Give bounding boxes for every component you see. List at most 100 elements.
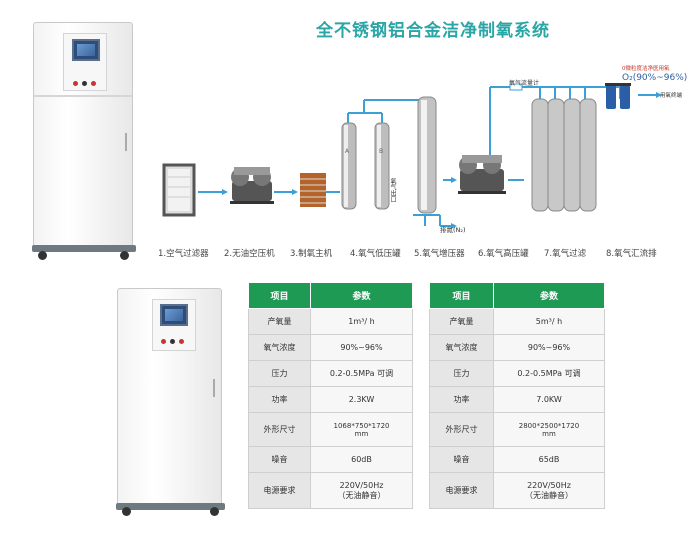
oxygen-generator-cabinet-large bbox=[32, 22, 136, 260]
cabinet-seam bbox=[34, 95, 132, 97]
page-title: 全不锈钢铝合金洁净制氧系统 bbox=[316, 21, 550, 41]
cabinet-base bbox=[116, 503, 225, 510]
air-filter-icon bbox=[162, 163, 196, 217]
cell-value: 0.2-0.5MPa 可调 bbox=[493, 360, 605, 387]
status-light-icon bbox=[179, 339, 184, 344]
cabinet-base bbox=[32, 245, 136, 252]
cell-value: 2800*2500*1720 mm bbox=[493, 412, 605, 447]
stage-label-2: 2.无油空压机 bbox=[224, 249, 275, 259]
cell-key: 产氧量 bbox=[248, 308, 311, 335]
cell-key: 压力 bbox=[248, 360, 311, 387]
power-button-icon bbox=[161, 339, 166, 344]
table-header-row: 项目 参数 bbox=[248, 282, 413, 309]
cell-key: 噪音 bbox=[248, 446, 311, 473]
oxygen-host-icon bbox=[300, 173, 326, 207]
cell-key: 产氧量 bbox=[429, 308, 494, 335]
oxygen-generator-cabinet-small bbox=[116, 288, 225, 516]
cell-key: 噪音 bbox=[429, 446, 494, 473]
stage-label-4: 4.氧气低压罐 bbox=[350, 249, 401, 259]
cell-key: 压力 bbox=[429, 360, 494, 387]
o2-purity-label: O₂(90%~96%) bbox=[622, 73, 688, 83]
stage-label-5: 5.氧气增压器 bbox=[414, 249, 465, 259]
indicator-light-icon bbox=[170, 339, 175, 344]
ultra-pure-note: 0微粒度洁净医用氧 bbox=[622, 66, 670, 72]
cell-value: 90%~96% bbox=[493, 334, 605, 361]
air-compressor-icon bbox=[230, 167, 274, 204]
stage-label-1: 1.空气过滤器 bbox=[158, 249, 209, 259]
oxygen-manifold-icon bbox=[605, 83, 631, 109]
wheel-icon bbox=[122, 507, 131, 516]
oxygen-booster-icon bbox=[417, 96, 437, 214]
cell-value: 2.3KW bbox=[310, 386, 413, 413]
cell-key: 外形尺寸 bbox=[429, 412, 494, 447]
wheel-icon bbox=[38, 251, 47, 260]
cell-value: 220V/50Hz （无油静音） bbox=[310, 472, 413, 509]
flowmeter-label: 氧气流量计 bbox=[509, 80, 540, 87]
low-pressure-tank-icon bbox=[341, 122, 390, 210]
tank-label-b: B bbox=[379, 148, 384, 155]
power-button-icon bbox=[73, 81, 78, 86]
cell-key: 氧气浓度 bbox=[248, 334, 311, 361]
indicator-light-icon bbox=[82, 81, 87, 86]
stage-label-8: 8.氧气汇流排 bbox=[606, 249, 657, 259]
door-handle-icon bbox=[213, 379, 215, 397]
cell-value: 7.0KW bbox=[493, 386, 605, 413]
stage-label-3: 3.制氧主机 bbox=[290, 249, 333, 259]
flow-arrow-icon bbox=[656, 92, 662, 98]
header-item: 项目 bbox=[429, 282, 494, 309]
cell-value: 1m³/ h bbox=[310, 308, 413, 335]
cell-value: 65dB bbox=[493, 446, 605, 473]
cell-value: 90%~96% bbox=[310, 334, 413, 361]
header-item: 项目 bbox=[248, 282, 311, 309]
stage-label-6: 6.氧气高压罐 bbox=[478, 249, 529, 259]
flow-arrow-icon bbox=[222, 189, 228, 195]
stage-label-7: 7.氧气过滤 bbox=[544, 249, 587, 259]
oxygen-compressor-icon bbox=[458, 155, 506, 194]
wheel-icon bbox=[210, 507, 219, 516]
cell-key: 电源要求 bbox=[429, 472, 494, 509]
cell-value: 1068*750*1720 mm bbox=[310, 412, 413, 447]
oxygen-outlet-label: 氧气出口 bbox=[389, 178, 396, 202]
cell-value: 60dB bbox=[310, 446, 413, 473]
terminal-label: 用氧终端 bbox=[660, 93, 683, 99]
header-param: 参数 bbox=[493, 282, 605, 309]
touch-screen bbox=[160, 304, 188, 326]
status-light-icon bbox=[91, 81, 96, 86]
cell-key: 氧气浓度 bbox=[429, 334, 494, 361]
cell-key: 功率 bbox=[429, 386, 494, 413]
flow-arrow-icon bbox=[451, 177, 457, 183]
flow-arrow-icon bbox=[451, 223, 457, 229]
cell-value: 220V/50Hz （无油静音） bbox=[493, 472, 605, 509]
tank-label-a: A bbox=[345, 148, 350, 155]
wheel-icon bbox=[120, 251, 129, 260]
flowmeter-icon bbox=[509, 83, 523, 91]
oxygen-filter-tanks-icon bbox=[531, 98, 597, 212]
cell-key: 功率 bbox=[248, 386, 311, 413]
cell-value: 0.2-0.5MPa 可调 bbox=[310, 360, 413, 387]
table-header-row: 项目 参数 bbox=[429, 282, 605, 309]
cell-key: 电源要求 bbox=[248, 472, 311, 509]
process-diagram bbox=[162, 83, 662, 229]
flow-arrow-icon bbox=[292, 189, 298, 195]
touch-screen bbox=[72, 39, 100, 61]
header-param: 参数 bbox=[310, 282, 413, 309]
cell-key: 外形尺寸 bbox=[248, 412, 311, 447]
cell-value: 5m³/ h bbox=[493, 308, 605, 335]
nitrogen-exhaust-label: 排氮(N₂) bbox=[440, 226, 466, 234]
